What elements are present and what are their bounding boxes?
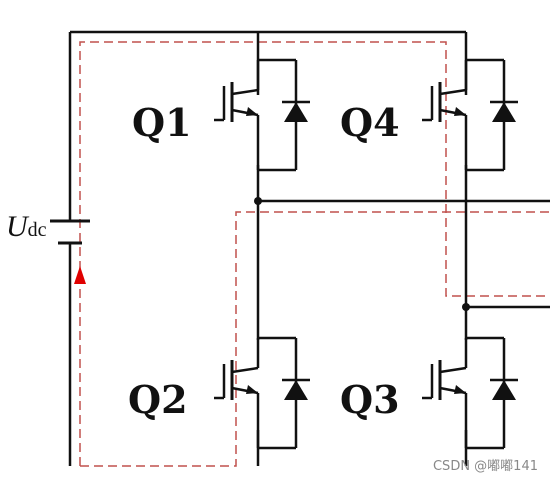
dc-source-symbol: [50, 219, 90, 245]
junction-dot: [254, 197, 262, 205]
switch-q3-igbt-icon: [420, 336, 520, 450]
switch-label-q4: Q4: [340, 100, 400, 145]
switch-label-q1: Q1: [132, 100, 192, 145]
output-wiring: [256, 165, 550, 466]
dc-source-label-sub: dc: [27, 219, 47, 241]
current-arrow-icon: [74, 266, 86, 284]
switch-label-q3: Q3: [340, 377, 400, 422]
switch-q1-igbt-icon: [212, 58, 312, 172]
switch-q4-igbt-icon: [420, 58, 520, 172]
dc-source-label: Udc: [6, 212, 47, 242]
junction-dot: [462, 303, 470, 311]
switch-q2-igbt-icon: [212, 336, 312, 450]
switch-label-q2: Q2: [128, 377, 188, 422]
dc-source-label-main: U: [6, 210, 28, 243]
watermark: CSDN @嘟嘟141: [432, 459, 538, 474]
current-path-q1-q3: [79, 41, 550, 466]
current-path-q2-q4: [80, 211, 550, 467]
